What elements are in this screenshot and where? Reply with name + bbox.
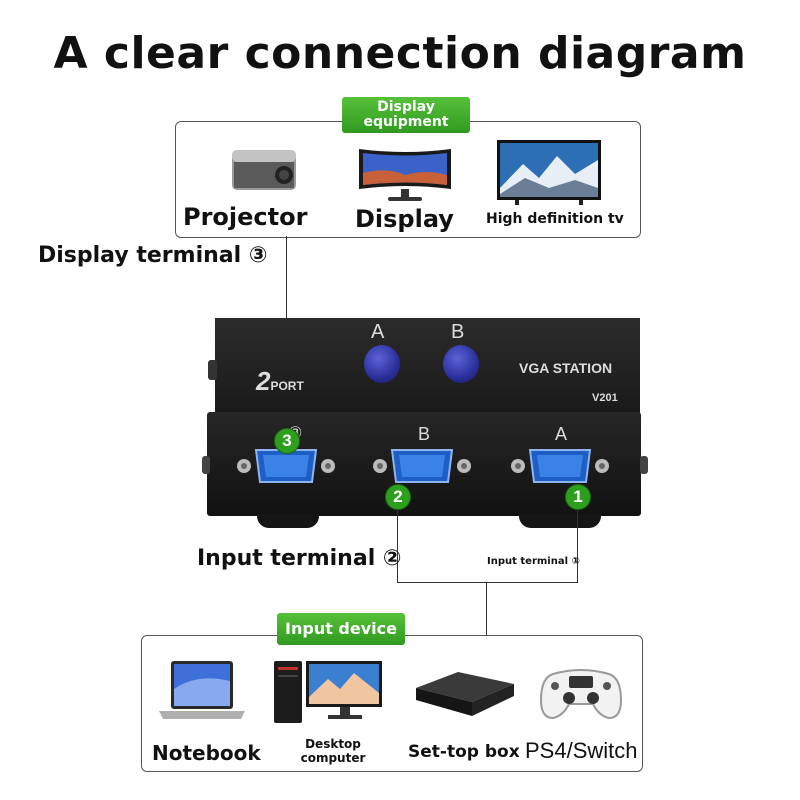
switch-button-a[interactable]: [364, 345, 400, 383]
page-title: A clear connection diagram: [53, 28, 747, 79]
device-label-projector: Projector: [183, 203, 308, 231]
button-label-a: A: [371, 321, 385, 343]
vga-switch-top: [215, 318, 640, 414]
input-line-horizontal: [397, 582, 578, 583]
port-label-a: A: [555, 424, 568, 444]
vga-switch-side-left: [208, 360, 217, 380]
brand-digit: 2: [256, 366, 271, 396]
vga-switch-side-screw-left: [202, 456, 210, 474]
model-name: VGA STATION: [519, 360, 613, 376]
port-label-b: B: [418, 424, 431, 444]
port-number-1: 1: [565, 484, 591, 510]
brand-word: PORT: [270, 379, 304, 393]
device-label-notebook: Notebook: [152, 741, 261, 765]
desktop-icon: [270, 657, 386, 727]
input-device-tag: Input device: [277, 613, 405, 645]
switch-button-b[interactable]: [443, 345, 479, 383]
brand-logo: 2PORT: [256, 366, 304, 397]
device-label-settop: Set-top box: [408, 742, 520, 762]
display-equipment-tag: Display equipment: [342, 97, 470, 133]
laptop-icon: [157, 659, 247, 725]
monitor-icon: [356, 145, 454, 203]
device-label-desktop: Desktop computer: [300, 737, 366, 765]
display-terminal-label: Display terminal ③: [38, 243, 268, 268]
settop-box-icon: [410, 666, 520, 722]
vga-switch-foot-right: [519, 514, 601, 528]
vga-port-b[interactable]: [370, 446, 474, 486]
projector-icon: [226, 142, 302, 194]
port-number-2: 2: [385, 484, 411, 510]
device-label-display: Display: [355, 205, 454, 233]
port-number-3: 3: [274, 428, 300, 454]
model-number: V201: [592, 392, 618, 404]
gamepad-icon: [539, 664, 623, 722]
vga-switch-foot-left: [257, 514, 319, 528]
device-label-hdtv: High definition tv: [486, 211, 624, 227]
device-label-gamepad: PS4/Switch: [525, 738, 638, 763]
vga-port-a[interactable]: [508, 446, 612, 486]
input-line-2-vertical: [397, 509, 398, 583]
input-line-1-vertical: [577, 509, 578, 583]
input-terminal-label: Input terminal ②: [197, 546, 402, 571]
vga-switch-side-screw-right: [640, 456, 648, 474]
input-line-trunk: [486, 582, 487, 636]
input-terminal-small-label: Input terminal ①: [487, 556, 580, 567]
button-label-b: B: [451, 321, 465, 343]
tv-icon: [495, 138, 603, 206]
vga-port-3[interactable]: [234, 446, 338, 486]
